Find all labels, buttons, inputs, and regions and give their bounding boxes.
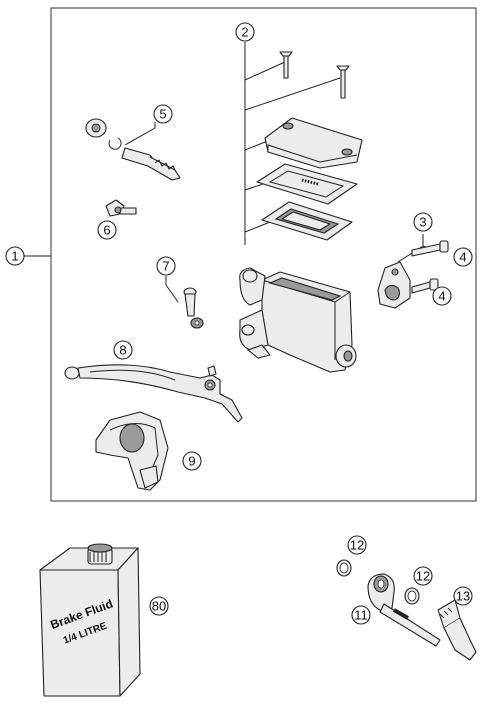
svg-text:13: 13 <box>456 589 470 604</box>
brake-lever <box>64 364 243 423</box>
svg-text:3: 3 <box>419 215 426 230</box>
diaphragm-plate <box>256 163 358 205</box>
callout-4-upper: 4 <box>453 247 473 267</box>
lever-guard <box>95 411 169 491</box>
callout-12-upper: 12 <box>347 535 367 555</box>
svg-text:9: 9 <box>188 454 195 469</box>
svg-text:4: 4 <box>438 289 445 304</box>
banjo-fitting-parts <box>336 559 477 661</box>
master-cylinder-body <box>239 267 357 373</box>
leader-5 <box>124 122 156 146</box>
leader-7 <box>165 276 179 303</box>
callout-11: 11 <box>351 605 371 625</box>
handlebar-clamp <box>377 261 411 309</box>
svg-text:7: 7 <box>162 259 169 274</box>
svg-text:8: 8 <box>119 343 126 358</box>
svg-text:1: 1 <box>11 249 18 264</box>
push-rod-assembly <box>85 118 181 181</box>
callout-6: 6 <box>97 220 117 240</box>
cover-screws <box>279 51 350 99</box>
svg-text:2: 2 <box>241 25 248 40</box>
assembly-frame <box>50 7 477 502</box>
callout-13: 13 <box>453 586 473 606</box>
callout-2: 2 <box>235 22 255 42</box>
callout-8: 8 <box>113 340 133 360</box>
svg-text:12: 12 <box>416 569 430 584</box>
clamp-bolts <box>411 240 449 294</box>
svg-text:5: 5 <box>159 107 166 122</box>
rubber-seal <box>261 201 353 241</box>
callout-7: 7 <box>156 256 176 276</box>
callout-80: 80 <box>149 596 169 616</box>
reservoir-cover <box>264 117 363 169</box>
adjuster-screw <box>105 199 137 217</box>
svg-text:11: 11 <box>354 608 368 623</box>
callout-9: 9 <box>182 451 202 471</box>
svg-text:12: 12 <box>350 538 364 553</box>
svg-text:6: 6 <box>103 223 110 238</box>
leader-2-branches <box>244 61 341 233</box>
pivot-pin <box>183 287 204 329</box>
callout-3: 3 <box>413 212 433 232</box>
callout-12-lower: 12 <box>413 566 433 586</box>
callout-4-lower: 4 <box>432 286 452 306</box>
callout-5: 5 <box>153 104 173 124</box>
callout-1: 1 <box>5 246 25 266</box>
brake-fluid-bottle <box>39 543 141 697</box>
svg-text:4: 4 <box>459 250 466 265</box>
svg-text:80: 80 <box>152 599 166 614</box>
